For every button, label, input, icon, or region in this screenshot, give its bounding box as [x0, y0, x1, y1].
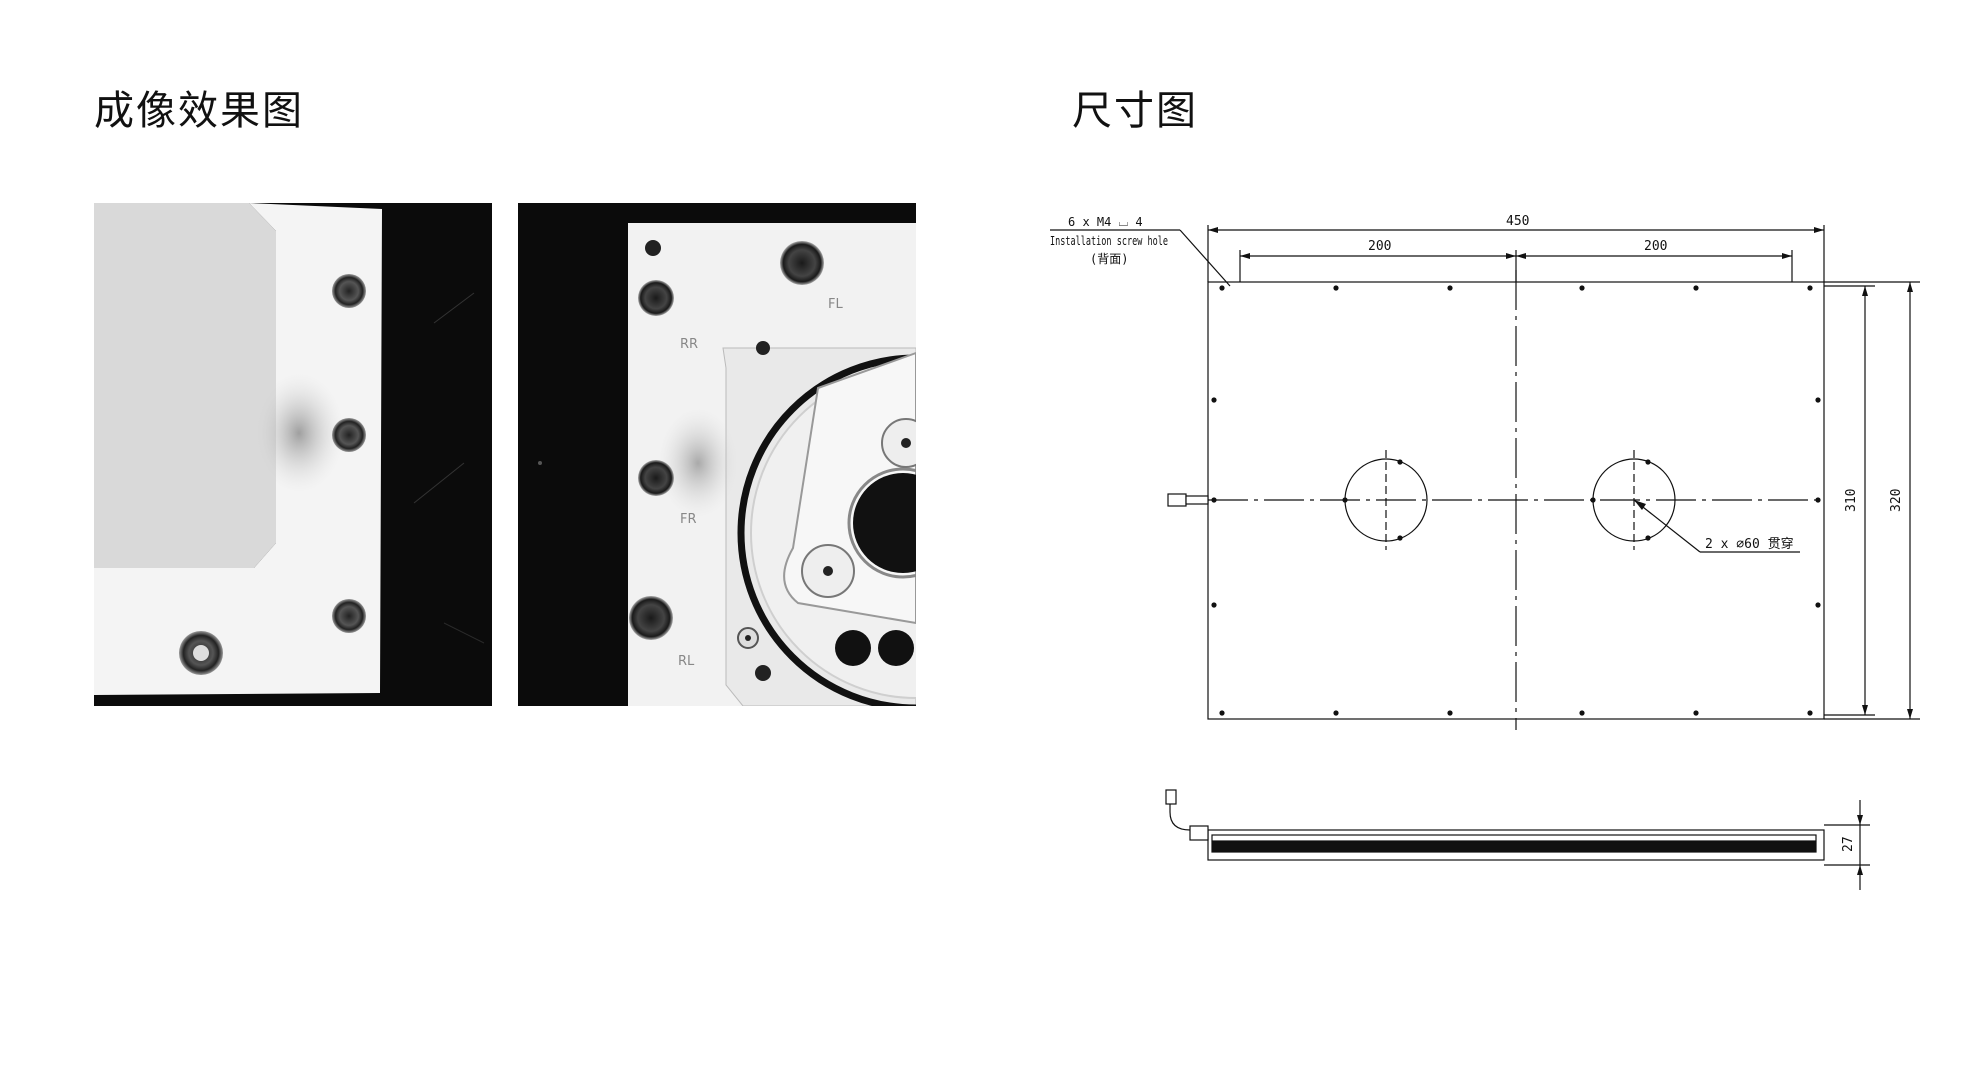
imaging-result-title: 成像效果图 — [94, 88, 304, 134]
sample-image-left-graphic — [94, 203, 492, 706]
dim-outer-height: 320 — [1889, 489, 1904, 512]
sample-image-right: RR FL FR RL — [518, 203, 916, 706]
dim-right-pitch: 200 — [1644, 239, 1667, 254]
hole-note: 2 x ⌀60 贯穿 — [1705, 536, 1794, 552]
screw-note-line3: (背面) — [1090, 252, 1128, 266]
dimension-drawing-graphic: 6 x M4 ⌴ 4 Installation screw hole (背面) … — [1050, 214, 1920, 890]
label-rr: RR — [680, 337, 698, 352]
dim-overall-width: 450 — [1506, 214, 1529, 229]
dim-left-pitch: 200 — [1368, 239, 1391, 254]
screw-note-line1: 6 x M4 ⌴ 4 — [1068, 215, 1143, 229]
screw-note-line2: Installation screw hole — [1050, 234, 1168, 248]
sample-image-right-graphic: RR FL FR RL — [518, 203, 916, 706]
dim-thickness: 27 — [1841, 836, 1856, 852]
dimension-drawing-title: 尺寸图 — [1072, 88, 1198, 134]
label-fr: FR — [680, 512, 697, 527]
dimension-drawing: 6 x M4 ⌴ 4 Installation screw hole (背面) … — [1040, 190, 1940, 914]
label-rl: RL — [678, 654, 695, 669]
sample-image-left — [94, 203, 492, 706]
dim-inner-height: 310 — [1844, 489, 1859, 512]
label-fl: FL — [828, 297, 843, 312]
